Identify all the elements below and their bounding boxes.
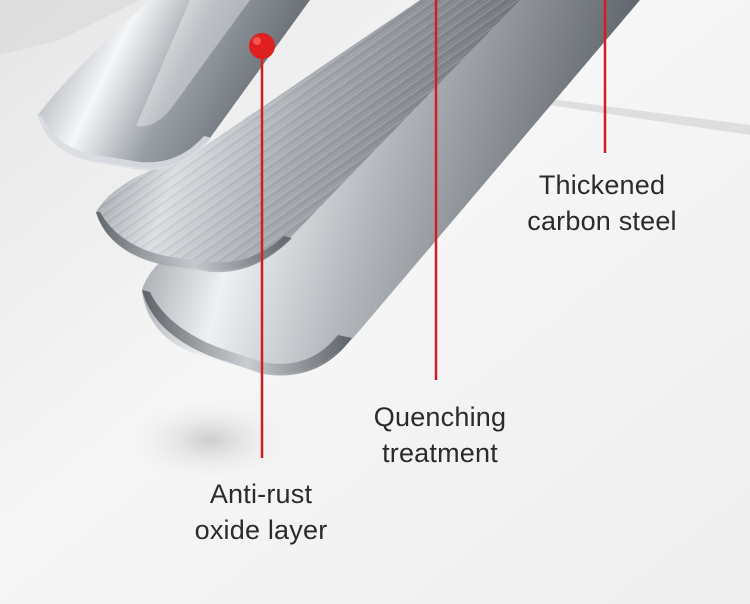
steel-layer-middle [96,0,520,273]
callout-carbon-steel-line1: Thickened [538,170,666,200]
steel-layer-upper [38,0,310,171]
callout-anti-rust-line1: Anti-rust [209,479,313,509]
callout-carbon-steel-line2: carbon steel [527,206,677,236]
callout-carbon-steel: Thickened carbon steel [512,167,692,239]
callout-quenching-line2: treatment [382,438,498,468]
callout-quenching: Quenching treatment [355,399,525,471]
background-table-edge [515,95,750,135]
background-top-panel [0,0,140,55]
marker-dot-highlight [253,37,261,45]
floor-shadow [125,398,295,482]
steel-layer-lower [142,0,640,376]
callout-anti-rust-line2: oxide layer [194,515,328,545]
marker-dot [249,33,275,59]
callout-anti-rust: Anti-rust oxide layer [186,476,336,548]
callout-quenching-line1: Quenching [373,402,507,432]
